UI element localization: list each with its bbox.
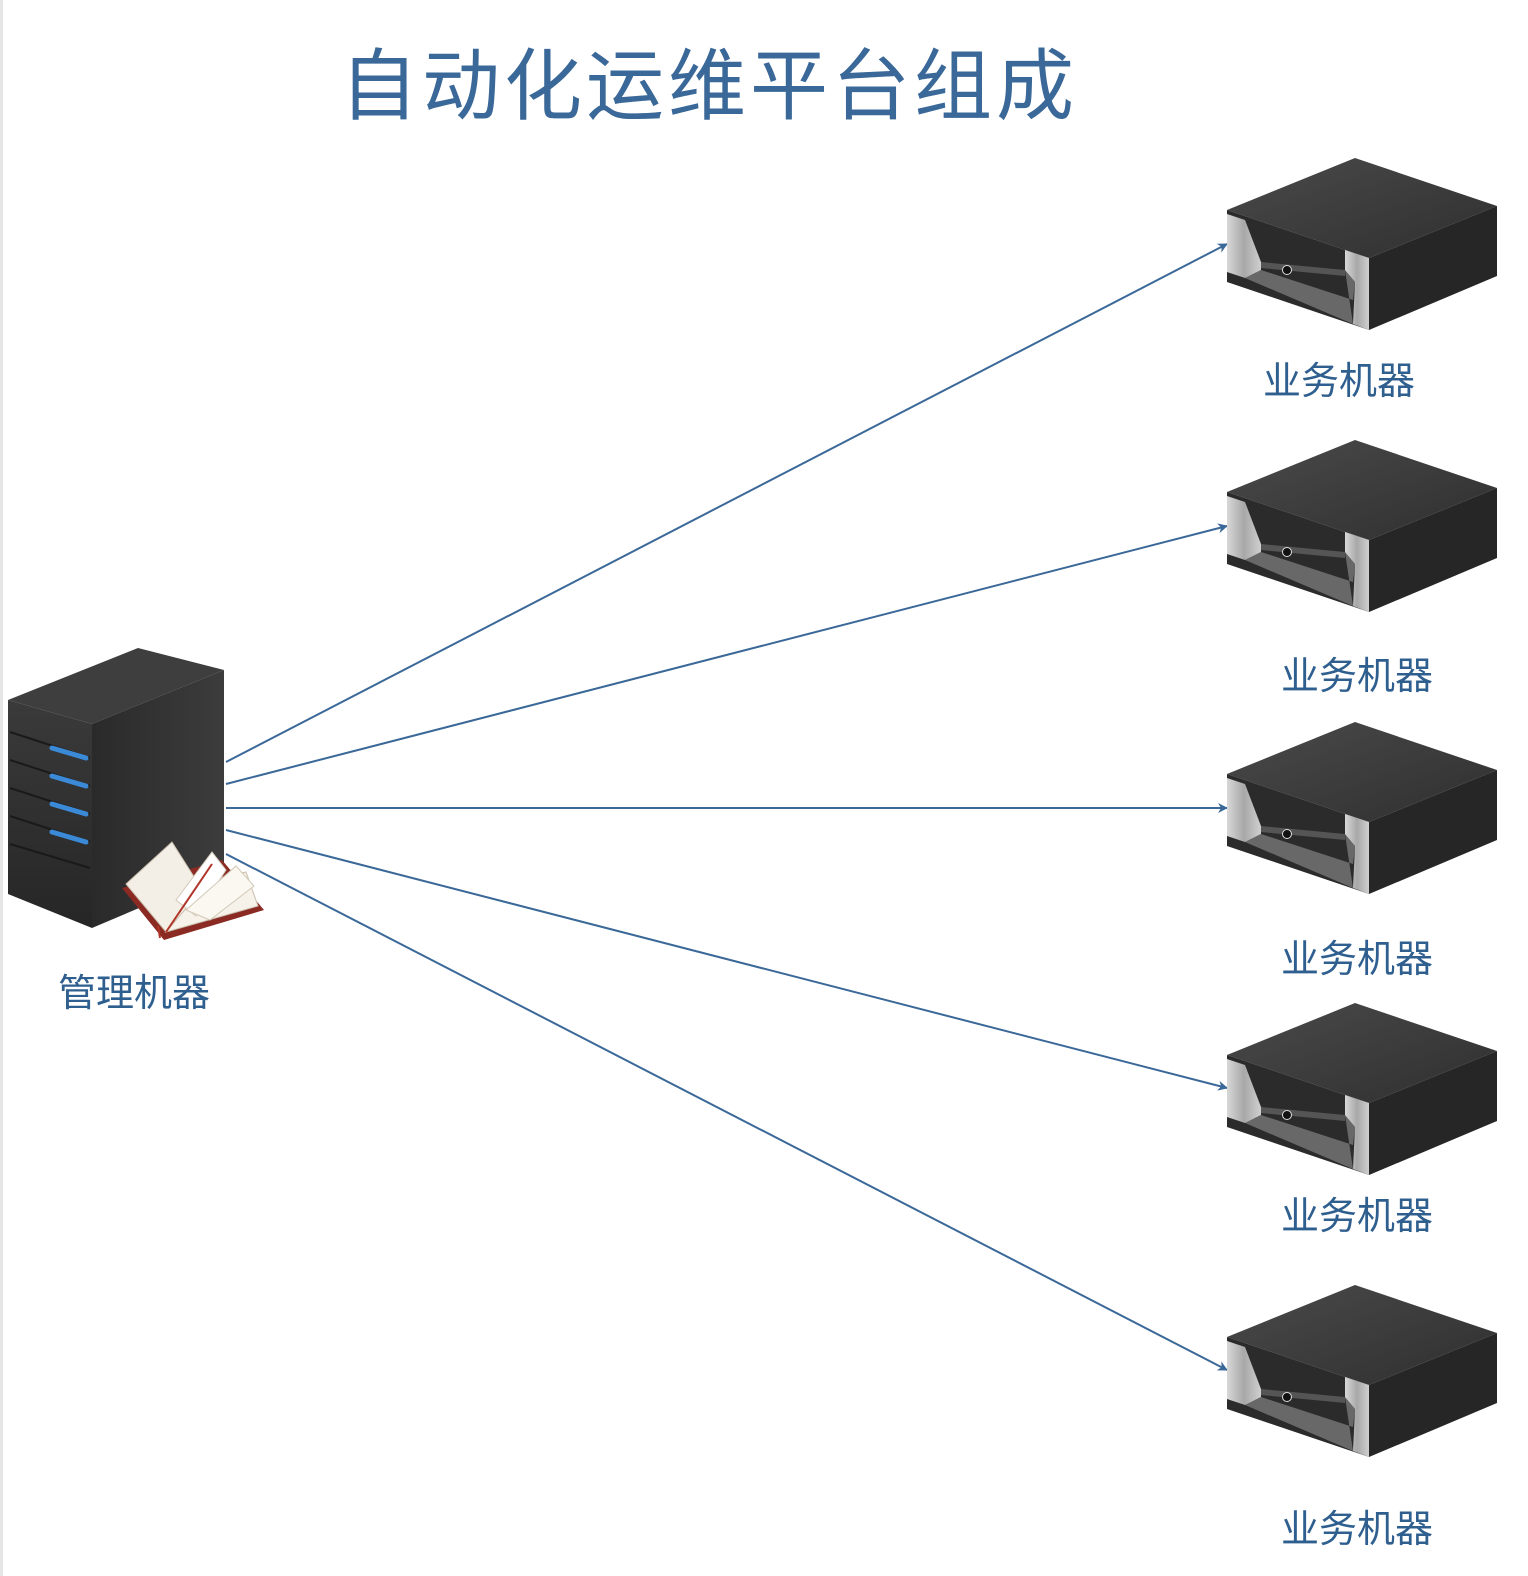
page-left-border	[0, 0, 3, 1576]
server-label-2: 业务机器	[1281, 654, 1434, 698]
rack-server-icon	[1226, 1284, 1498, 1458]
arrow-to-server-5	[225, 853, 1228, 1371]
manager-label: 管理机器	[58, 971, 211, 1015]
rack-server-icon	[1226, 439, 1498, 613]
rack-server-icon	[1226, 721, 1498, 895]
arrow-to-server-4	[225, 829, 1228, 1091]
arrow-to-server-1	[225, 243, 1228, 763]
server-label-4: 业务机器	[1281, 1194, 1434, 1238]
server-label-3: 业务机器	[1281, 937, 1434, 981]
tower-server-icon	[8, 648, 224, 928]
rack-server-icon	[1226, 157, 1498, 331]
book-icon	[122, 841, 264, 940]
diagram-title: 自动化运维平台组成	[340, 42, 1079, 132]
connection-arrows	[225, 243, 1228, 1371]
arrow-to-server-2	[225, 523, 1228, 785]
server-label-5: 业务机器	[1281, 1507, 1434, 1551]
server-label-1: 业务机器	[1263, 359, 1416, 403]
rack-server-icon	[1226, 1002, 1498, 1176]
